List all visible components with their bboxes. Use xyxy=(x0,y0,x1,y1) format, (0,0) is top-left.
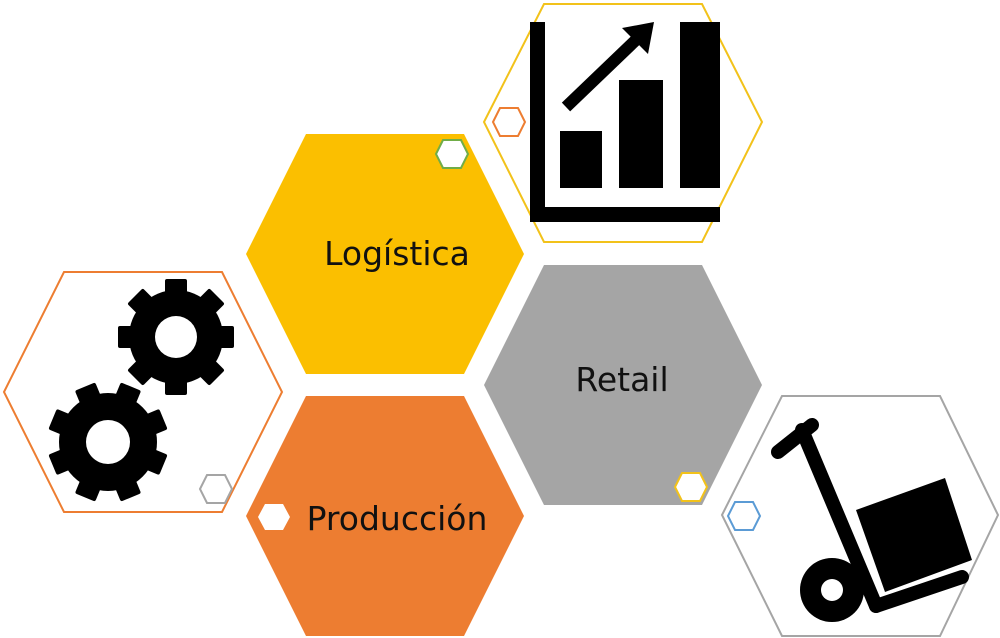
small-hexagon-green xyxy=(434,139,470,169)
retail-label: Retail xyxy=(575,360,668,399)
growth-chart-icon xyxy=(530,22,720,222)
retail-hexagon xyxy=(484,265,762,505)
logistica-label: Logística xyxy=(324,234,470,273)
small-hexagon-orange xyxy=(491,107,527,137)
produccion-hexagon xyxy=(246,396,524,636)
hand-truck-icon xyxy=(771,418,972,622)
small-hexagon-blue xyxy=(726,501,762,531)
gears-icon xyxy=(48,279,234,502)
small-hexagon-white xyxy=(258,504,290,530)
small-hexagon-gold xyxy=(673,472,709,502)
produccion-label: Producción xyxy=(307,499,488,538)
logistica-hexagon xyxy=(246,134,524,374)
small-hexagon-gray xyxy=(198,474,234,504)
